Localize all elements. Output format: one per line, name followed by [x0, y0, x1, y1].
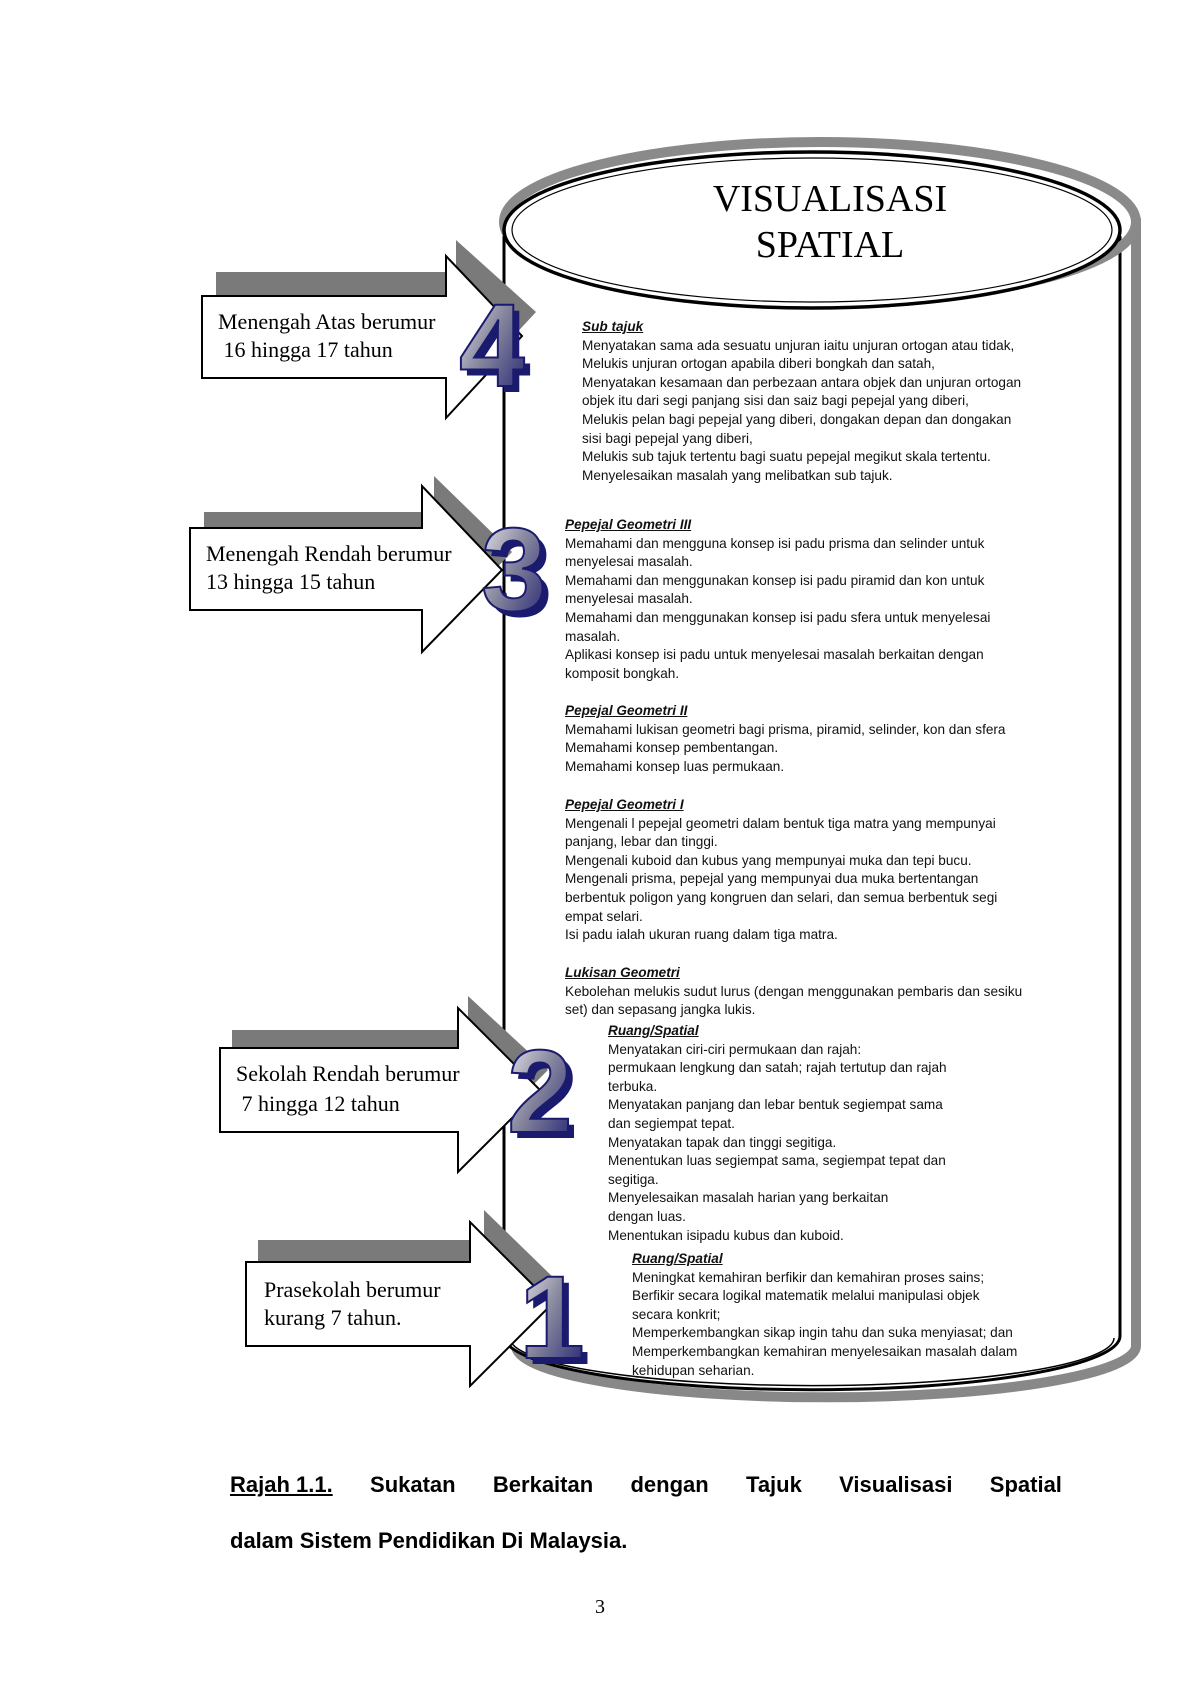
section-line: Berfikir secara logikal matematik melalu…	[632, 1288, 980, 1304]
section-line: Menyatakan sama ada sesuatu unjuran iait…	[582, 337, 1015, 353]
figure-caption-line-2: dalam Sistem Pendidikan Di Malaysia.	[230, 1528, 628, 1553]
section-line: Mengenali kuboid dan kubus yang mempunya…	[565, 852, 972, 868]
section-line: Menentukan isipadu kubus dan kuboid.	[608, 1227, 844, 1243]
section-heading: Sub tajuk	[582, 319, 644, 334]
section-line: secara konkrit;	[632, 1306, 721, 1322]
section-heading: Ruang/Spatial	[608, 1023, 699, 1038]
page-number: 3	[595, 1596, 605, 1618]
svg-text:1: 1	[519, 1252, 585, 1384]
section-line: Kebolehan melukis sudut lurus (dengan me…	[565, 983, 1023, 999]
caption-word: Berkaitan	[492, 1472, 594, 1497]
section-line: Memahami konsep luas permukaan.	[565, 758, 785, 774]
arrow-level-1	[245, 1210, 560, 1389]
level-3-label-line-2: 13 hingga 15 tahun	[206, 569, 376, 594]
section-line: segitiga.	[608, 1171, 659, 1187]
section-line: Meningkat kemahiran berfikir dan kemahir…	[632, 1269, 985, 1285]
section-line: Menyelesaikan masalah yang melibatkan su…	[582, 467, 893, 483]
section-heading: Pepejal Geometri II	[565, 703, 688, 718]
svg-text:2: 2	[507, 1026, 573, 1158]
level-4-label-line-2: 16 hingga 17 tahun	[218, 337, 393, 362]
level-2-label-line-1: Sekolah Rendah berumur	[236, 1061, 460, 1086]
svg-text:3: 3	[487, 510, 553, 642]
caption-word: Spatial	[989, 1472, 1062, 1497]
section-line: Memperkembangkan kemahiran menyelesaikan…	[632, 1343, 1018, 1359]
section-ruang-spatial-primary: Ruang/Spatial Menyatakan ciri-ciri permu…	[608, 1022, 947, 1245]
section-line: Melukis unjuran ortogan apabila diberi b…	[582, 356, 935, 372]
number-1-icon: 1 1	[518, 1251, 591, 1390]
section-line: menyelesai masalah.	[565, 554, 693, 570]
section-line: Menyelesaikan masalah harian yang berkai…	[608, 1190, 889, 1206]
level-3-label-line-1: Menengah Rendah berumur	[206, 541, 452, 566]
section-line: Menyatakan kesamaan dan perbezaan antara…	[582, 374, 1022, 390]
figure-caption-line-1: Rajah 1.1. Sukatan Berkaitan dengan Taju…	[230, 1472, 1062, 1498]
number-4-icon: 4 4	[458, 279, 531, 418]
cylinder	[499, 137, 1141, 1403]
cylinder-title-line-1: VISUALISASI	[712, 178, 948, 220]
section-line: Aplikasi konsep isi padu untuk menyelesa…	[565, 647, 984, 663]
section-heading: Ruang/Spatial	[632, 1251, 723, 1266]
cylinder-title-line-2: SPATIAL	[755, 224, 905, 266]
svg-text:1: 1	[525, 1258, 591, 1390]
section-line: Memahami dan mengguna konsep isi padu pr…	[565, 535, 985, 551]
section-line: dengan luas.	[608, 1208, 686, 1224]
section-line: Mengenali l pepejal geometri dalam bentu…	[565, 815, 996, 831]
section-pepejal-geometri-3: Pepejal Geometri III Memahami dan menggu…	[565, 516, 990, 683]
caption-word: dengan	[630, 1472, 709, 1497]
figure-label: Rajah 1.1.	[230, 1472, 333, 1497]
section-line: berbentuk poligon yang kongruen dan sela…	[565, 889, 998, 905]
section-pepejal-geometri-1: Pepejal Geometri I Mengenali l pepejal g…	[565, 796, 997, 945]
section-line: Mengenali prisma, pepejal yang mempunyai…	[565, 871, 979, 887]
section-line: empat selari.	[565, 908, 643, 924]
section-line: Menyatakan tapak dan tinggi segitiga.	[608, 1134, 837, 1150]
section-heading: Pepejal Geometri III	[565, 517, 692, 532]
section-heading: Pepejal Geometri I	[565, 797, 684, 812]
level-1-label-line-1: Prasekolah berumur	[264, 1277, 441, 1302]
number-3-icon: 3 3	[480, 503, 553, 642]
section-line: Melukis pelan bagi pepejal yang diberi, …	[582, 411, 1012, 427]
section-line: Memahami dan menggunakan konsep isi padu…	[565, 609, 991, 625]
caption-word: Sukatan	[370, 1472, 456, 1497]
section-line: Menyatakan panjang dan lebar bentuk segi…	[608, 1097, 943, 1113]
section-pepejal-geometri-2: Pepejal Geometri II Memahami lukisan geo…	[565, 702, 1006, 776]
section-line: sisi bagi pepejal yang diberi,	[582, 430, 753, 446]
section-line: set) dan sepasang jangka lukis.	[565, 1002, 756, 1018]
section-line: dan segiempat tepat.	[608, 1115, 735, 1131]
svg-text:3: 3	[481, 504, 547, 636]
section-line: komposit bongkah.	[565, 665, 680, 681]
section-line: Memahami dan menggunakan konsep isi padu…	[565, 572, 985, 588]
section-ruang-spatial-preschool: Ruang/Spatial Meningkat kemahiran berfik…	[632, 1250, 1017, 1380]
section-sub-tajuk: Sub tajuk Menyatakan sama ada sesuatu un…	[582, 318, 1021, 485]
caption-word: Visualisasi	[839, 1472, 953, 1497]
section-line: menyelesai masalah.	[565, 591, 693, 607]
svg-text:2: 2	[513, 1032, 579, 1164]
section-line: Memperkembangkan sikap ingin tahu dan su…	[632, 1325, 1013, 1341]
arrow-level-4	[201, 240, 536, 421]
number-2-icon: 2 2	[506, 1025, 579, 1164]
section-lukisan-geometri: Lukisan Geometri Kebolehan melukis sudut…	[565, 964, 1022, 1020]
svg-text:4: 4	[465, 286, 531, 418]
arrow-level-2	[219, 996, 548, 1175]
section-line: Menentukan luas segiempat sama, segiempa…	[608, 1153, 946, 1169]
caption-word: Tajuk	[746, 1472, 802, 1497]
section-line: terbuka.	[608, 1078, 658, 1094]
section-line: kehidupan seharian.	[632, 1362, 755, 1378]
level-2-label-line-2: 7 hingga 12 tahun	[236, 1091, 400, 1116]
arrow-level-3	[189, 476, 512, 655]
section-line: Menyatakan ciri-ciri permukaan dan rajah…	[608, 1041, 862, 1057]
section-line: objek itu dari segi panjang sisi dan sai…	[582, 393, 969, 409]
section-heading: Lukisan Geometri	[565, 965, 680, 980]
level-1-label-line-2: kurang 7 tahun.	[264, 1305, 402, 1330]
section-line: Memahami lukisan geometri bagi prisma, p…	[565, 721, 1006, 737]
section-line: panjang, lebar dan tinggi.	[565, 834, 718, 850]
svg-text:4: 4	[459, 280, 525, 412]
section-line: Memahami konsep pembentangan.	[565, 740, 779, 756]
section-line: permukaan lengkung dan satah; rajah tert…	[608, 1060, 947, 1076]
section-line: masalah.	[565, 628, 621, 644]
section-line: Isi padu ialah ukuran ruang dalam tiga m…	[565, 927, 838, 943]
level-4-label-line-1: Menengah Atas berumur	[218, 309, 436, 334]
section-line: Melukis sub tajuk tertentu bagi suatu pe…	[582, 449, 991, 465]
